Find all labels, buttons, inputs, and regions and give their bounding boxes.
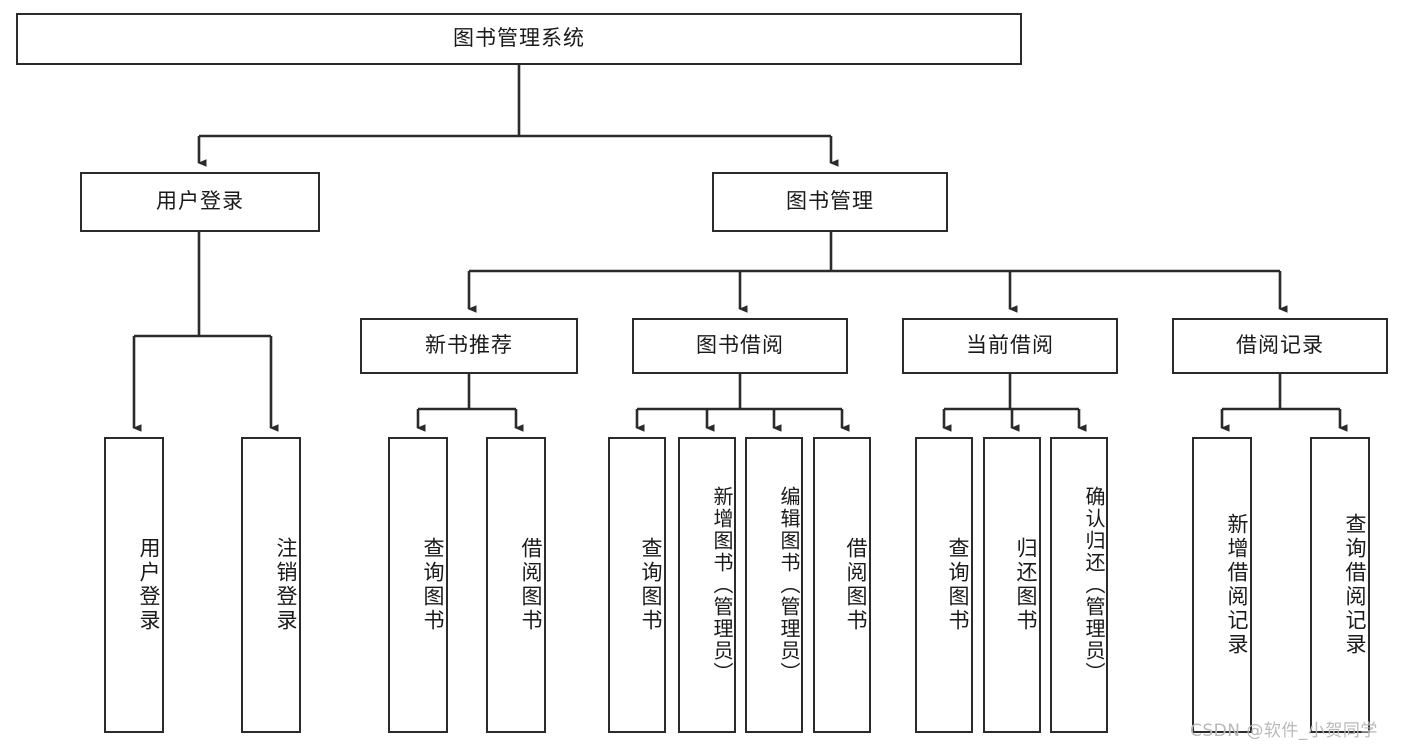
node-book-manage[interactable]: 图书管理: [712, 172, 948, 232]
node-root[interactable]: 图书管理系统: [16, 13, 1022, 65]
node-new-book-rec-label: 新书推荐: [425, 333, 513, 358]
node-leaf-user-login[interactable]: 用户登录: [104, 437, 164, 733]
node-leaf-borrow-book-1[interactable]: 借阅图书: [486, 437, 546, 733]
node-leaf-add-book[interactable]: 新增图书（管理员）: [678, 437, 736, 733]
node-leaf-return-book[interactable]: 归还图书: [983, 437, 1041, 733]
node-leaf-query-book-1[interactable]: 查询图书: [388, 437, 448, 733]
node-leaf-confirm-return-label: 确认归还（管理员）: [1082, 486, 1106, 684]
node-leaf-query-record-label: 查询借阅记录: [1343, 513, 1367, 657]
node-root-label: 图书管理系统: [453, 26, 585, 51]
node-book-borrow-label: 图书借阅: [696, 333, 784, 358]
node-leaf-user-login-label: 用户登录: [137, 537, 161, 633]
node-leaf-query-record[interactable]: 查询借阅记录: [1310, 437, 1370, 733]
node-leaf-user-logout[interactable]: 注销登录: [241, 437, 301, 733]
node-borrow-record[interactable]: 借阅记录: [1172, 318, 1388, 374]
node-leaf-borrow-book-2-label: 借阅图书: [844, 537, 868, 633]
node-user-login-label: 用户登录: [156, 189, 244, 214]
node-leaf-query-book-3[interactable]: 查询图书: [915, 437, 973, 733]
node-leaf-borrow-book-1-label: 借阅图书: [519, 537, 543, 633]
node-new-book-rec[interactable]: 新书推荐: [360, 318, 578, 374]
node-leaf-add-book-label: 新增图书（管理员）: [710, 486, 734, 684]
node-leaf-user-logout-label: 注销登录: [274, 537, 298, 633]
node-leaf-confirm-return[interactable]: 确认归还（管理员）: [1050, 437, 1108, 733]
node-leaf-borrow-book-2[interactable]: 借阅图书: [813, 437, 871, 733]
node-current-borrow[interactable]: 当前借阅: [902, 318, 1118, 374]
node-leaf-query-book-2[interactable]: 查询图书: [608, 437, 666, 733]
node-leaf-query-book-2-label: 查询图书: [639, 537, 663, 633]
csdn-watermark-label: CSDN @软件_小贺同学: [1190, 721, 1378, 741]
node-leaf-query-book-3-label: 查询图书: [946, 537, 970, 633]
node-leaf-edit-book-label: 编辑图书（管理员）: [777, 486, 801, 684]
node-borrow-record-label: 借阅记录: [1236, 333, 1324, 358]
node-leaf-return-book-label: 归还图书: [1014, 537, 1038, 633]
node-leaf-add-record-label: 新增借阅记录: [1225, 513, 1249, 657]
node-leaf-query-book-1-label: 查询图书: [421, 537, 445, 633]
node-leaf-edit-book[interactable]: 编辑图书（管理员）: [745, 437, 803, 733]
node-book-manage-label: 图书管理: [786, 189, 874, 214]
node-book-borrow[interactable]: 图书借阅: [632, 318, 848, 374]
node-user-login[interactable]: 用户登录: [80, 172, 320, 232]
csdn-watermark: CSDN @软件_小贺同学: [1190, 716, 1378, 741]
node-leaf-add-record[interactable]: 新增借阅记录: [1192, 437, 1252, 733]
node-current-borrow-label: 当前借阅: [966, 333, 1054, 358]
